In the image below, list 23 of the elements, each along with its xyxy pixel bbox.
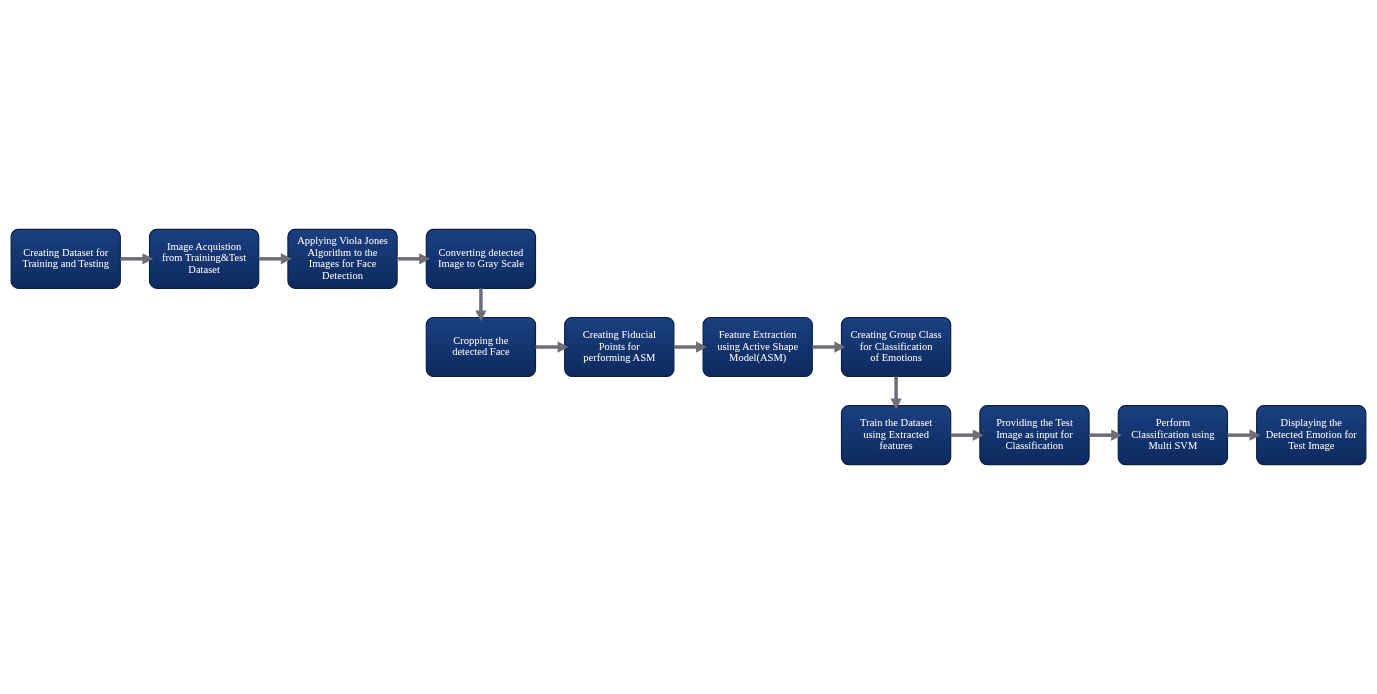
node-box: Feature Extraction using Active Shape Model(ASM) [702, 316, 813, 378]
node-box: Displaying the Detected Emotion for Test Image [1256, 405, 1367, 466]
node-box: Train the Dataset using Extracted features [840, 405, 952, 466]
arrow [1227, 429, 1261, 441]
arrow [397, 253, 430, 265]
arrow [475, 288, 487, 322]
node-box: Image Acquistion from Training&Test Dataset [148, 228, 260, 289]
node-box: Providing the Test Image as input for Classification [979, 405, 1090, 466]
arrow [950, 429, 984, 441]
arrow [120, 253, 154, 265]
arrow [1089, 429, 1122, 441]
arrow [258, 253, 292, 265]
node-box: Applying Viola Jones Algorithm to the Images for Face Detection [287, 228, 398, 289]
arrow [812, 341, 846, 353]
node-box: Creating Dataset for Training and Testing [10, 228, 121, 289]
arrow [890, 376, 902, 410]
node-box: Converting detected Image to Gray Scale [425, 228, 537, 289]
node-box: Perform Classification using Multi SVM [1117, 405, 1229, 466]
node-box: Creating Group Class for Classification of Emotions [840, 316, 952, 378]
arrow [535, 341, 569, 353]
node-box: Cropping the detected Face [425, 316, 537, 378]
arrow [673, 341, 707, 353]
node-box: Creating Fiducial Points for performing ASM [564, 316, 675, 378]
